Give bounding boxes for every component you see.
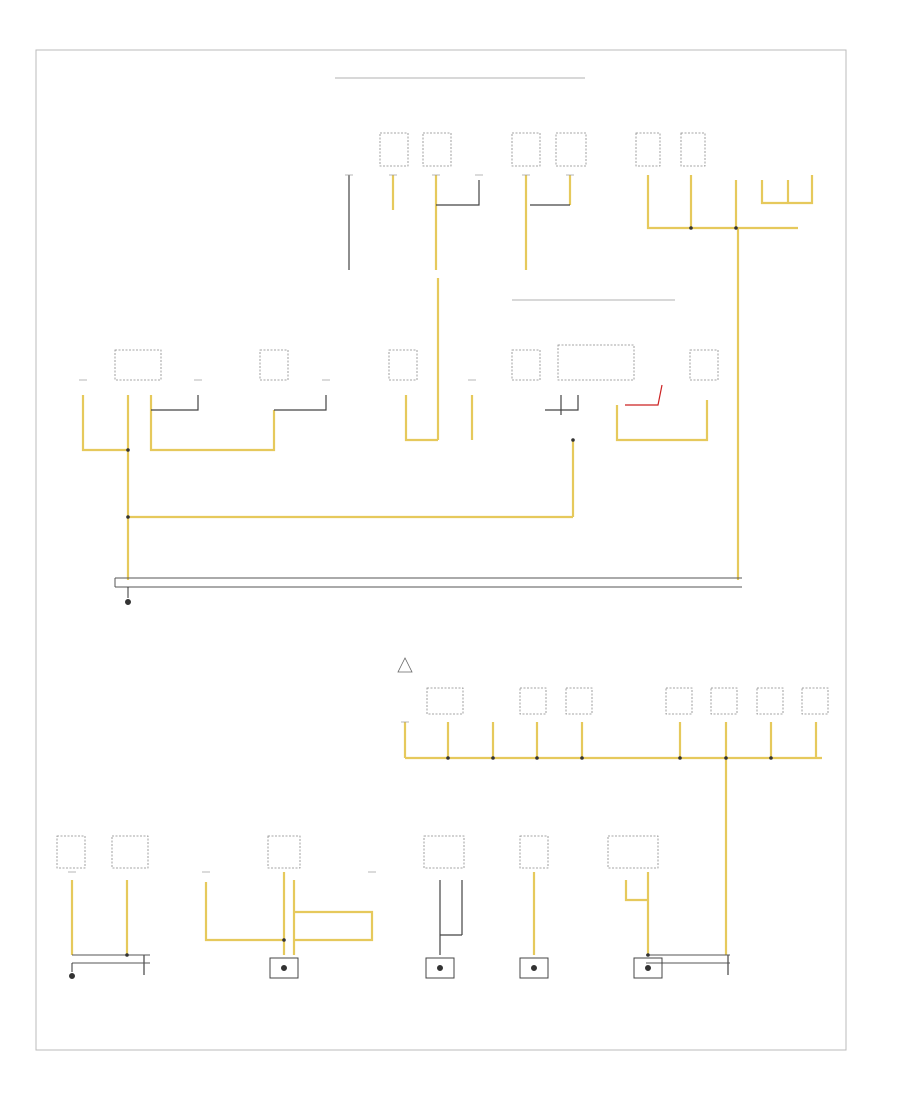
connector-ticks (68, 174, 574, 873)
top-bracket-lines (335, 77, 675, 301)
diagram-frame (35, 49, 847, 1051)
component-boxes (56, 132, 829, 869)
tan-wires (70, 175, 822, 955)
ground-symbols (69, 587, 663, 979)
ground-bus (72, 577, 742, 964)
warning-icon (397, 657, 413, 673)
black-wires (143, 175, 729, 975)
splice-points (125, 226, 773, 957)
red-wire (625, 384, 663, 406)
